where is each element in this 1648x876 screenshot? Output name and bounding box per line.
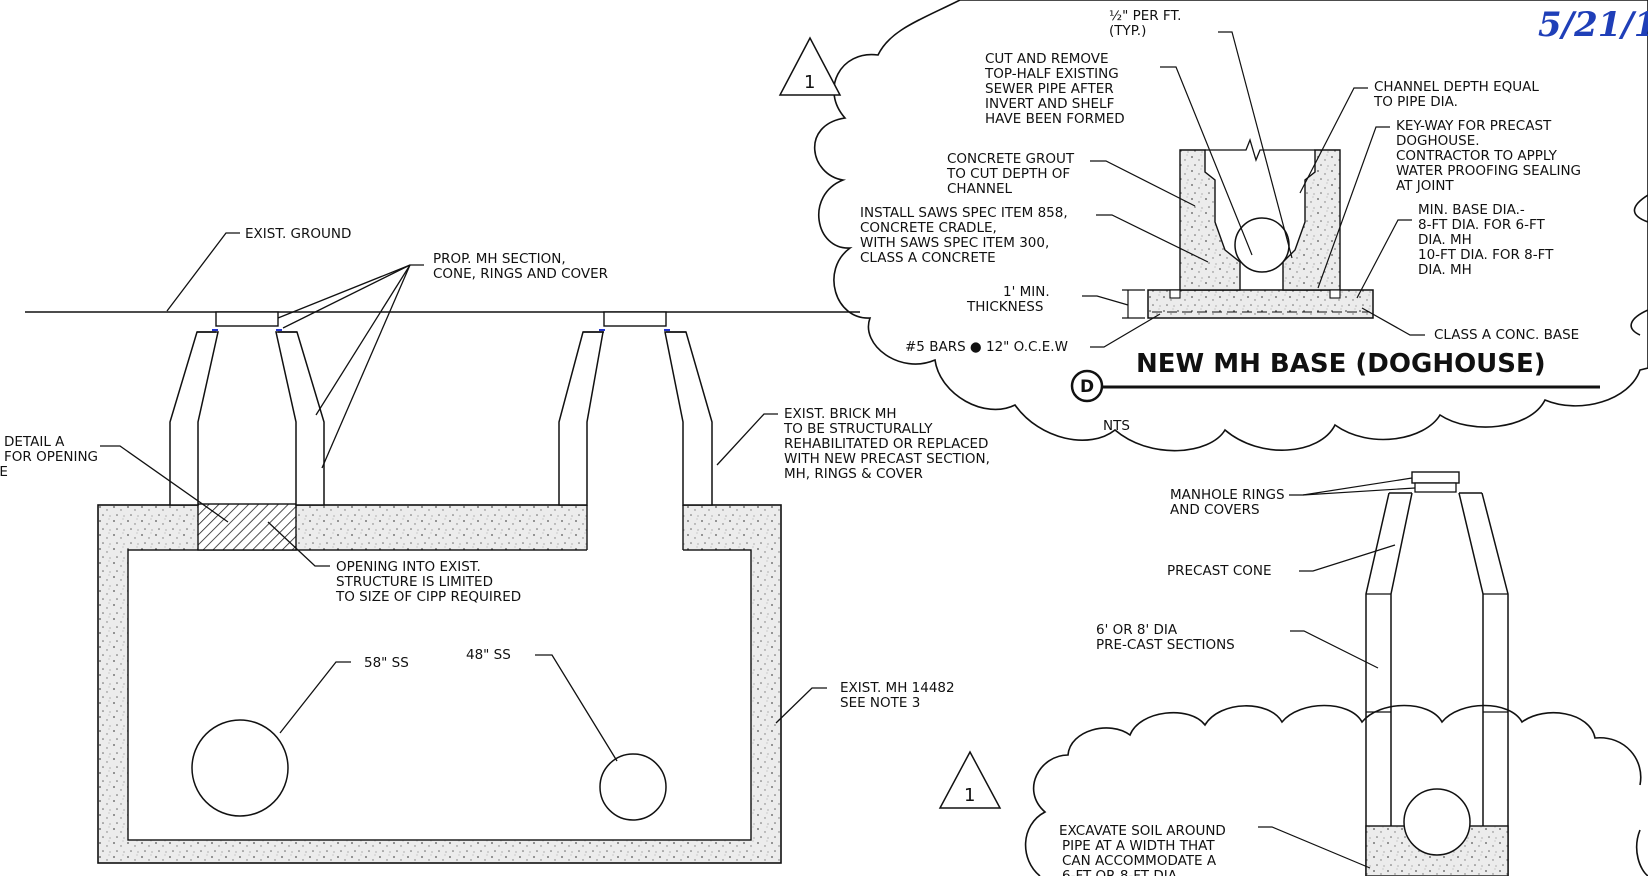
new-manhole-elevation: MANHOLE RINGS AND COVERS PRECAST CONE 6'… [1096, 471, 1509, 876]
revision-number-bottom: 1 [964, 785, 975, 806]
label-channel-depth: CHANNEL DEPTH EQUAL TO PIPE DIA. [1373, 79, 1543, 110]
existing-brick-manhole [558, 311, 713, 506]
label-min-base: MIN. BASE DIA.- 8-FT DIA. FOR 6-FT DIA. … [1418, 202, 1558, 278]
label-opening: OPENING INTO EXIST. STRUCTURE IS LIMITED… [335, 559, 521, 605]
label-pipe-58: 58" SS [364, 655, 409, 671]
pipe-58-circle [191, 719, 289, 817]
leader-lines [100, 232, 827, 762]
label-grout: CONCRETE GROUT TO CUT DEPTH OF CHANNEL [946, 151, 1078, 197]
label-exist-mh: EXIST. MH 14482 SEE NOTE 3 [840, 680, 959, 711]
label-half-per-ft: ½" PER FT. (TYP.) [1109, 8, 1186, 39]
label-precast-cone: PRECAST CONE [1167, 563, 1272, 579]
label-bars: #5 BARS ● 12" O.C.E.W [905, 339, 1068, 355]
label-pipe-48: 48" SS [466, 647, 511, 663]
pipe-48-circle [599, 753, 667, 821]
label-min-thickness: 1' MIN. THICKNESS [966, 284, 1054, 315]
revision-cloud-excavate: EXCAVATE SOIL AROUND PIPE AT A WIDTH THA… [1024, 704, 1648, 876]
roof-slab-gap-right [587, 504, 683, 551]
proposed-manhole-left [169, 311, 325, 506]
existing-manhole-elevation: EXIST. GROUND PROP. MH SECTION, CONE, RI… [0, 226, 994, 864]
label-exist-brick: EXIST. BRICK MH TO BE STRUCTURALLY REHAB… [783, 406, 994, 482]
revision-triangle-bottom: 1 [938, 750, 1002, 809]
detail-scale-nts: NTS [1103, 418, 1130, 434]
handwritten-revision-date: 5/21/14 [1538, 5, 1648, 45]
label-excavate: EXCAVATE SOIL AROUND PIPE AT A WIDTH THA… [1059, 823, 1230, 876]
label-prop-mh: PROP. MH SECTION, CONE, RINGS AND COVER [433, 251, 608, 282]
doghouse-pipe [1234, 217, 1290, 273]
doghouse-detail: ½" PER FT. (TYP.) CUT AND REMOVE TOP-HAL… [860, 8, 1600, 434]
label-precast-sections: 6' OR 8' DIA PRE-CAST SECTIONS [1096, 622, 1235, 653]
detail-marker-circle [1070, 369, 1104, 403]
revision-triangle-top: 1 [778, 36, 842, 96]
detail-title: NEW MH BASE (DOGHOUSE) [1136, 349, 1546, 379]
label-rings-covers: MANHOLE RINGS AND COVERS [1170, 487, 1289, 518]
detail-marker-letter: D [1080, 377, 1094, 397]
label-exist-ground: EXIST. GROUND [245, 226, 351, 242]
new-mh-pipe [1403, 788, 1471, 856]
label-keyway: KEY-WAY FOR PRECAST DOGHOUSE. CONTRACTOR… [1396, 118, 1585, 194]
revision-cloud-doghouse [813, 0, 1648, 452]
label-cut-remove: CUT AND REMOVE TOP-HALF EXISTING SEWER P… [984, 51, 1125, 127]
revision-number-top: 1 [804, 72, 815, 93]
label-detail-a: DETAIL A FOR OPENING RE [0, 434, 102, 480]
label-saws: INSTALL SAWS SPEC ITEM 858, CONCRETE CRA… [860, 205, 1072, 266]
label-class-a: CLASS A CONC. BASE [1434, 327, 1579, 343]
